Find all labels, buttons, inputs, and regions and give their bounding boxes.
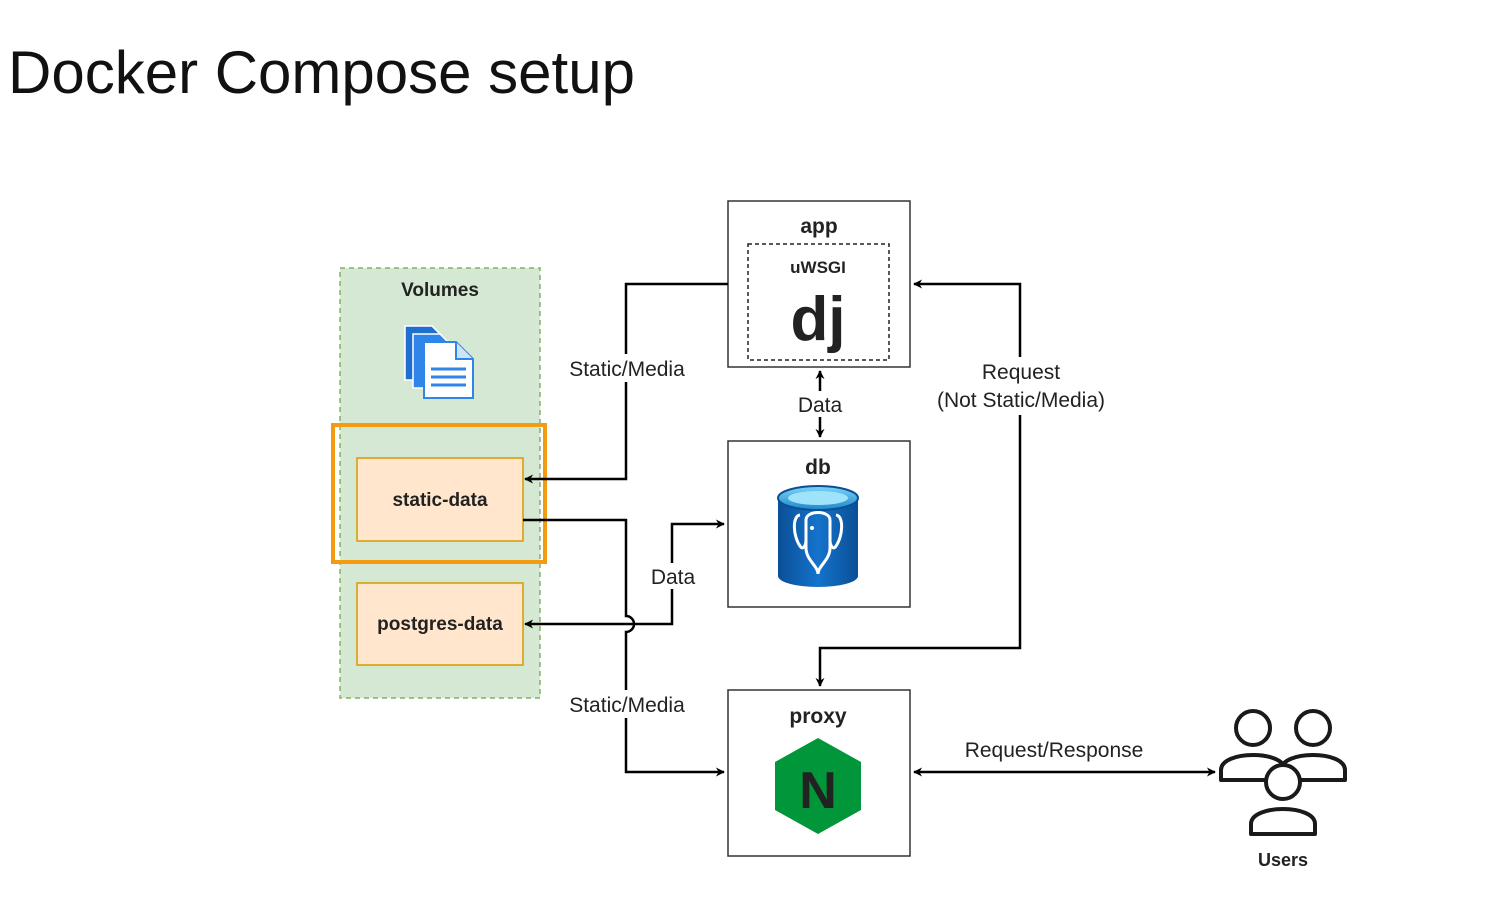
documents-icon bbox=[404, 325, 474, 399]
uwsgi-label: uWSGI bbox=[790, 258, 846, 277]
app-label: app bbox=[800, 215, 837, 238]
static-data-volume bbox=[356, 457, 524, 542]
users-label: Users bbox=[1258, 850, 1308, 870]
proxy-label: proxy bbox=[789, 705, 847, 728]
edge-label-request-line2: (Not Static/Media) bbox=[937, 389, 1105, 412]
highlight-box bbox=[331, 423, 547, 564]
postgres-data-volume bbox=[356, 582, 524, 666]
db-label: db bbox=[805, 456, 831, 479]
postgres-data-label: postgres-data bbox=[377, 614, 503, 635]
edge-static-proxy bbox=[523, 518, 725, 777]
postgres-database-icon bbox=[777, 485, 859, 587]
svg-text:N: N bbox=[799, 762, 837, 820]
edge-label-app-db: Data bbox=[798, 394, 843, 417]
page-title: Docker Compose setup bbox=[8, 39, 635, 106]
static-data-label: static-data bbox=[392, 490, 487, 511]
edge-label-static-proxy: Static/Media bbox=[569, 694, 685, 717]
edge-label-request-line1: Request bbox=[982, 361, 1060, 384]
edge-label-db-postgres: Data bbox=[651, 566, 696, 589]
edge-label-app-static: Static/Media bbox=[569, 358, 685, 381]
nginx-icon: N bbox=[775, 738, 861, 834]
edge-label-request-response: Request/Response bbox=[965, 739, 1144, 762]
django-icon: dj bbox=[790, 285, 845, 354]
users-icon bbox=[1219, 709, 1347, 836]
edge-proxy-app bbox=[815, 279, 1022, 687]
volumes-label: Volumes bbox=[401, 280, 479, 301]
